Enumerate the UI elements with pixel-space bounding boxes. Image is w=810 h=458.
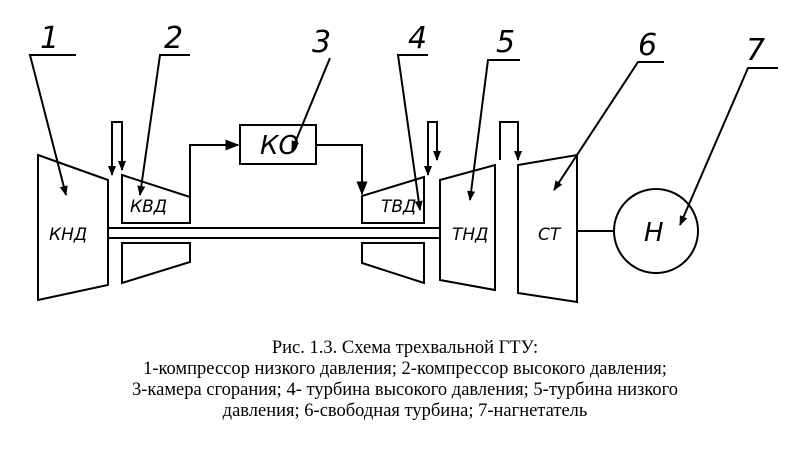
hp-turbine-lower [361, 242, 425, 285]
leader-5 [467, 59, 520, 201]
number-2: 2 [164, 21, 183, 56]
label-kvd: КВД [130, 197, 167, 217]
gtu-scheme-diagram: 1 2 3 4 5 6 7 КНД КВД КО ТВД ТНД СТ Н [28, 21, 778, 304]
leader-6 [553, 61, 664, 191]
free-turbine-body [517, 153, 578, 304]
supercharger-body [613, 188, 699, 274]
leader-7 [679, 67, 778, 226]
leader-1 [28, 54, 76, 196]
lp-compressor-body [37, 153, 109, 302]
label-n: Н [644, 218, 664, 248]
flow-knd-to-kvd [108, 121, 126, 176]
label-ko: КО [260, 131, 299, 161]
figure-caption: Рис. 1.3. Схема трехвальной ГТУ: 1-компр… [0, 338, 810, 422]
number-6: 6 [638, 28, 657, 63]
label-st: СТ [538, 225, 562, 245]
caption-title: Рис. 1.3. Схема трехвальной ГТУ: [271, 338, 539, 358]
caption-line: 1-компрессор низкого давления; 2-компрес… [143, 359, 667, 379]
hp-compressor-lower [121, 242, 191, 285]
leader-3 [291, 57, 331, 151]
hp-compressor-upper [121, 173, 191, 224]
number-7: 7 [746, 33, 765, 68]
hp-turbine-upper [361, 175, 425, 224]
leader-2 [137, 54, 190, 196]
flow-ko-to-tvd [316, 144, 368, 196]
number-3: 3 [312, 25, 331, 60]
number-5: 5 [496, 25, 515, 60]
lp-turbine-body [439, 163, 496, 292]
number-1: 1 [40, 21, 59, 56]
number-4: 4 [408, 21, 427, 56]
leader-4 [396, 54, 428, 211]
label-tnd: ТНД [452, 225, 488, 245]
flow-tvd-to-tnd [424, 121, 441, 176]
flow-kvd-to-ko [189, 139, 240, 197]
flow-tnd-to-st [499, 121, 522, 161]
label-tvd: ТВД [381, 197, 416, 217]
label-knd: КНД [49, 225, 87, 245]
caption-line: 3-камера сгорания; 4- турбина высокого д… [131, 380, 679, 400]
caption-line: давления; 6-свободная турбина; 7-нагнета… [222, 401, 588, 421]
